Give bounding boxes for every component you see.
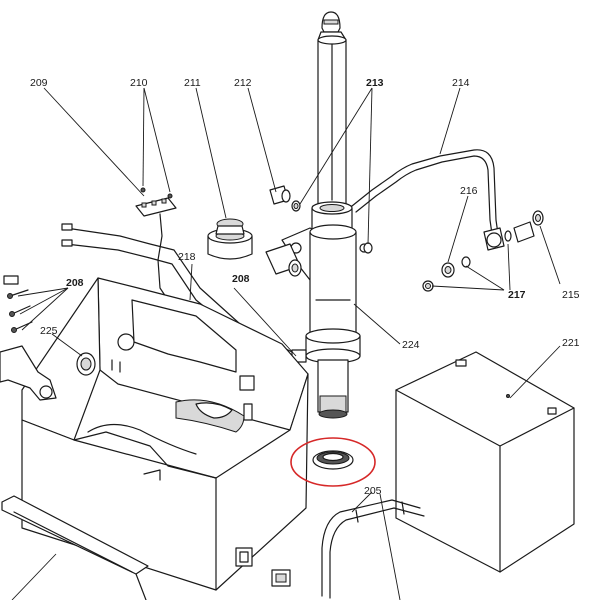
piston-column-assembly (265, 11, 369, 419)
callout-212: 212 (234, 77, 252, 89)
callout-208-top: 208 (232, 273, 250, 285)
callout-labels: 209 210 211 212 213 214 216 217 215 218 … (30, 77, 580, 497)
callout-213: 213 (366, 77, 384, 89)
seal-ring (312, 450, 354, 470)
callout-211: 211 (184, 77, 201, 89)
leader-lines (11, 87, 561, 600)
handle-frame-205 (321, 499, 425, 599)
battery-box (395, 351, 575, 573)
left-side-clamp (0, 345, 57, 401)
callout-215: 215 (562, 289, 580, 301)
callout-209: 209 (30, 77, 48, 89)
callout-224: 224 (402, 339, 420, 351)
right-fittings (422, 210, 544, 292)
left-screws (3, 275, 33, 333)
callout-208-left: 208 (66, 277, 84, 289)
callout-205: 205 (364, 485, 382, 497)
terminal-block (135, 187, 177, 301)
bent-hose-tube (351, 149, 505, 251)
bellows-cup (207, 218, 253, 260)
grommet-225 (76, 352, 96, 376)
base-plate (1, 495, 149, 600)
callout-218: 218 (178, 251, 196, 263)
callout-221: 221 (562, 337, 580, 349)
main-housing (21, 277, 309, 591)
callout-217: 217 (508, 289, 526, 301)
callout-225: 225 (40, 325, 58, 337)
small-knob (271, 569, 291, 587)
callout-216: 216 (460, 185, 478, 197)
callout-214: 214 (452, 77, 470, 89)
highlight-circle (290, 437, 376, 487)
callout-210: 210 (130, 77, 148, 89)
